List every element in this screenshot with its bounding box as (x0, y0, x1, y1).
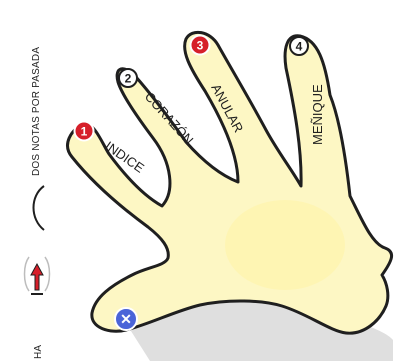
finger-1-number: 1 (81, 125, 88, 139)
finger-2-number: 2 (125, 72, 132, 86)
thumb-symbol: ✕ (120, 311, 132, 327)
hand-outline (68, 32, 392, 333)
palm-shading (225, 200, 345, 290)
finger-1-badge: 1 (75, 122, 94, 141)
thumb-badge: ✕ (115, 308, 137, 330)
finger-3-badge: 3 (191, 36, 210, 55)
finger-4-badge: 4 (290, 37, 308, 55)
slur-bracket-icon (34, 186, 45, 230)
pick-direction-icon (25, 257, 50, 294)
finger-3-number: 3 (197, 39, 204, 53)
finger-4-name: MEÑIQUE (310, 84, 325, 145)
finger-4-number: 4 (296, 40, 303, 54)
finger-2-badge: 2 (119, 69, 137, 87)
